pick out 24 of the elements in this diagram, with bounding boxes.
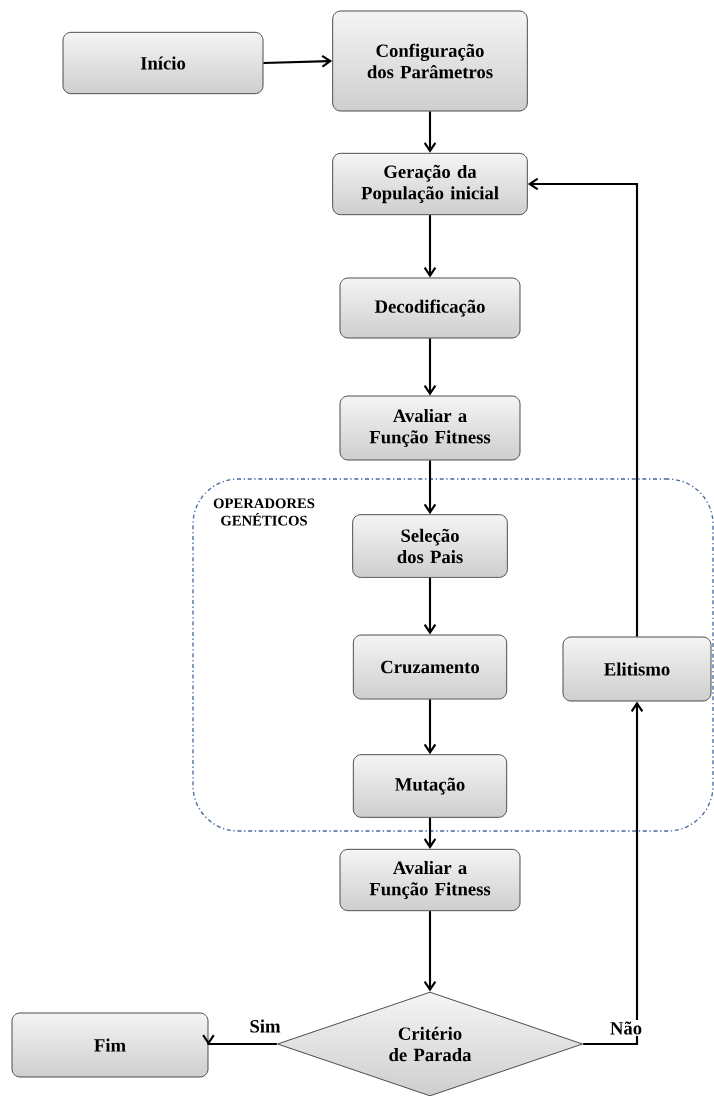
process-box: Geração da População inicial xyxy=(332,152,528,216)
edge-label: Não xyxy=(608,1020,644,1036)
arrow xyxy=(423,577,437,635)
arrow xyxy=(423,911,437,992)
process-box: Mutação xyxy=(352,754,508,818)
arrow xyxy=(423,460,437,515)
arrow xyxy=(423,699,437,755)
arrow xyxy=(423,111,437,153)
process-box: Configuração dos Parâmetros xyxy=(332,10,528,112)
arrow xyxy=(583,701,644,1046)
process-box: Cruzamento xyxy=(352,634,508,700)
arrow xyxy=(423,817,437,849)
process-box: Decodificação xyxy=(339,277,521,339)
process-box: Início xyxy=(62,31,264,95)
arrow xyxy=(263,55,333,68)
arrow xyxy=(423,338,437,396)
process-box: Fim xyxy=(11,1012,209,1078)
process-box: Seleção dos Pais xyxy=(352,514,508,578)
process-box: Avaliar a Função Fitness xyxy=(339,395,521,461)
arrow xyxy=(202,1034,277,1046)
arrow xyxy=(527,177,639,637)
process-box: Elitismo xyxy=(562,636,712,702)
arrow xyxy=(423,215,437,278)
process-box: Avaliar a Função Fitness xyxy=(339,848,521,912)
